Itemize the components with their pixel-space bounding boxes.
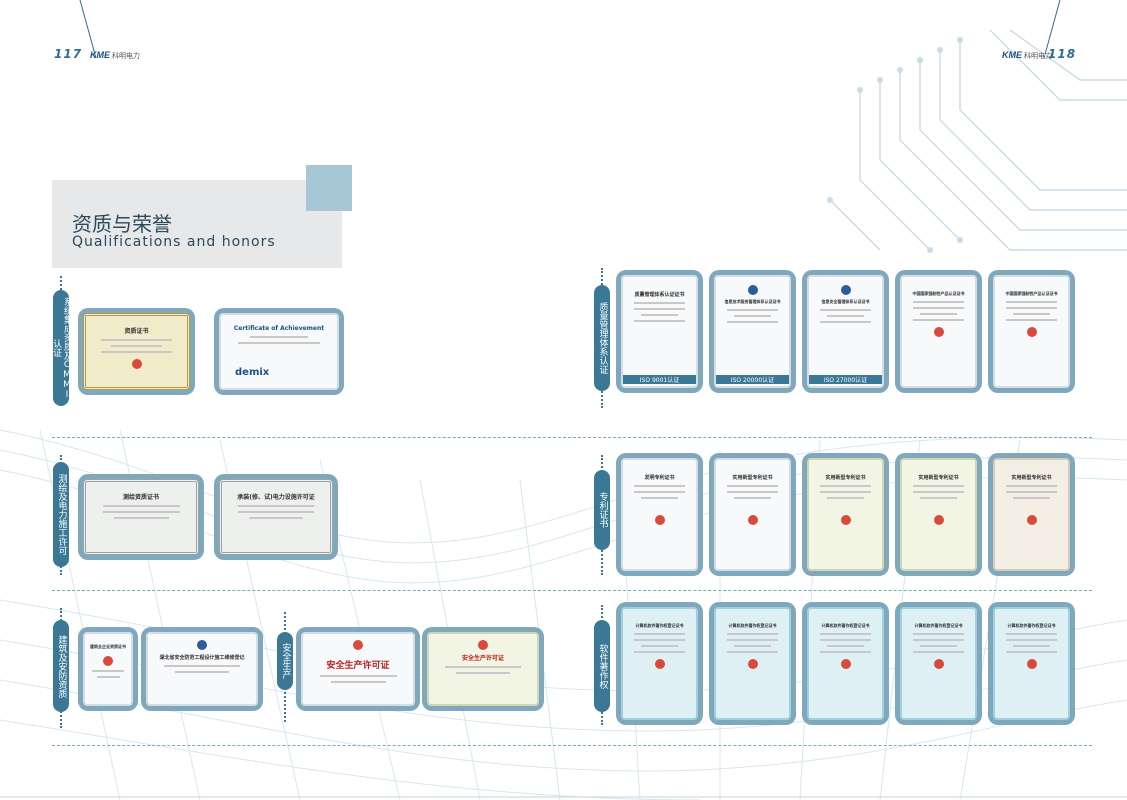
certificate-title: 计算机软件著作权登记证书 — [728, 623, 777, 628]
certificate-iso9001: 质量管理体系认证证书 ISO 9001认证 — [616, 270, 703, 393]
certificate-software-3: 计算机软件著作权登记证书 — [802, 602, 889, 725]
red-seal-icon — [1026, 327, 1037, 337]
red-seal-icon — [478, 640, 488, 650]
certificate-ccc-1: 中国国家强制性产品认证证书 — [895, 270, 982, 393]
certificate-title: 实用新型专利证书 — [918, 475, 959, 481]
page-title: 资质与荣誉 — [72, 212, 172, 236]
cert-emblem-icon — [840, 285, 851, 295]
section-label-safety: 安全生产 — [277, 632, 293, 690]
certificate-title: 湖北省安全防范工程设计施工维修登记 — [159, 655, 245, 661]
certificate-title: 计算机软件著作权登记证书 — [821, 623, 870, 628]
red-seal-icon — [933, 327, 944, 337]
row-separator — [52, 590, 1092, 591]
red-seal-icon — [933, 659, 944, 669]
certificate-title: 中国国家强制性产品认证证书 — [1005, 291, 1058, 296]
certificate-title: 计算机软件著作权登记证书 — [1007, 623, 1056, 628]
kme-logo-icon: KME — [1002, 50, 1022, 60]
section-label-survey: 测绘及电力施工许可 — [53, 462, 69, 567]
certificate-title: Certificate of Achievement — [233, 325, 325, 332]
certificate-caption: ISO 20000认证 — [716, 375, 789, 384]
section-title-box: 资质与荣誉 Qualifications and honors — [52, 180, 342, 268]
certificate-iso27000: 信息安全管理体系认证证书 ISO 27000认证 — [802, 270, 889, 393]
certificate-software-5: 计算机软件著作权登记证书 — [988, 602, 1075, 725]
section-label-construction: 建筑及安防资质 — [53, 620, 69, 712]
certificate-title: 发明专利证书 — [644, 475, 675, 481]
certificate-title: 资质证书 — [124, 328, 149, 335]
red-seal-icon — [1026, 659, 1037, 669]
certificate-title: 信息技术服务管理体系认证证书 — [724, 299, 781, 304]
red-seal-icon — [933, 515, 944, 525]
kme-logo-icon: KME — [90, 50, 110, 60]
certificate-system-integration: 资质证书 — [78, 308, 195, 395]
section-label-patent: 专利证书 — [594, 470, 610, 550]
certificate-security: 湖北省安全防范工程设计施工维修登记 — [141, 627, 263, 711]
certificate-ccc-2: 中国国家强制性产品认证证书 — [988, 270, 1075, 393]
section-label-cmmi: 系统集成资质及CMMI认证 — [51, 290, 72, 406]
certificate-title: 计算机软件著作权登记证书 — [914, 623, 963, 628]
certificate-safety-license: 安全生产许可证 — [296, 627, 420, 711]
red-seal-icon — [840, 515, 851, 525]
certificate-iso20000: 信息技术服务管理体系认证证书 ISO 20000认证 — [709, 270, 796, 393]
certificate-patent-1: 发明专利证书 — [616, 453, 703, 576]
page-subtitle: Qualifications and honors — [72, 234, 276, 250]
red-seal-icon — [654, 659, 665, 669]
certificate-cmmi: Certificate of Achievement demix — [214, 308, 344, 395]
row-separator — [52, 745, 1092, 746]
logo-text: 科明电力 — [112, 53, 140, 60]
certificate-patent-4: 实用新型专利证书 — [895, 453, 982, 576]
certificate-title: 安全生产许可证 — [461, 655, 504, 662]
certificate-patent-5: 实用新型专利证书 — [988, 453, 1075, 576]
red-seal-icon — [654, 515, 665, 525]
section-label-software: 软件著作权 — [594, 620, 610, 712]
certificate-title: 安全生产许可证 — [326, 661, 390, 671]
title-accent-square — [306, 165, 352, 211]
certificate-title: 承装(修、试)电力设施许可证 — [237, 494, 315, 501]
certificate-title: 实用新型专利证书 — [732, 475, 773, 481]
red-seal-icon — [747, 659, 758, 669]
certificate-power-facility: 承装(修、试)电力设施许可证 — [214, 474, 338, 560]
red-seal-icon — [353, 640, 363, 650]
logo-text: 科明电力 — [1024, 53, 1052, 60]
cert-emblem-icon — [747, 285, 758, 295]
certificate-software-1: 计算机软件著作权登记证书 — [616, 602, 703, 725]
left-page-number: 117 — [54, 47, 83, 61]
certificate-title: 测绘资质证书 — [122, 494, 159, 501]
red-seal-icon — [747, 515, 758, 525]
section-label-quality: 质量管理体系认证 — [594, 285, 610, 391]
certificate-software-2: 计算机软件著作权登记证书 — [709, 602, 796, 725]
demix-logo: demix — [235, 367, 270, 378]
certificate-patent-2: 实用新型专利证书 — [709, 453, 796, 576]
certificate-title: 计算机软件著作权登记证书 — [635, 623, 684, 628]
certificate-software-4: 计算机软件著作权登记证书 — [895, 602, 982, 725]
red-seal-icon — [131, 359, 142, 369]
row-separator — [52, 437, 1092, 438]
certificate-title: 建筑业企业资质证书 — [90, 644, 126, 649]
red-seal-icon — [1026, 515, 1037, 525]
red-seal-icon — [840, 659, 851, 669]
certificate-title: 实用新型专利证书 — [1011, 475, 1052, 481]
certificate-title: 质量管理体系认证证书 — [634, 292, 685, 298]
certificate-title: 实用新型专利证书 — [825, 475, 866, 481]
certificate-patent-3: 实用新型专利证书 — [802, 453, 889, 576]
certificate-survey: 测绘资质证书 — [78, 474, 204, 560]
certificate-caption: ISO 9001认证 — [623, 375, 696, 384]
certificate-title: 中国国家强制性产品认证证书 — [912, 291, 965, 296]
police-emblem-icon — [197, 640, 207, 650]
certificate-caption: ISO 27000认证 — [809, 375, 882, 384]
certificate-safety-license-copy: 安全生产许可证 — [422, 627, 544, 711]
certificate-title: 信息安全管理体系认证证书 — [821, 299, 870, 304]
red-seal-icon — [103, 656, 113, 666]
right-page-number: 118 — [1048, 47, 1077, 61]
certificate-building: 建筑业企业资质证书 — [78, 627, 138, 711]
